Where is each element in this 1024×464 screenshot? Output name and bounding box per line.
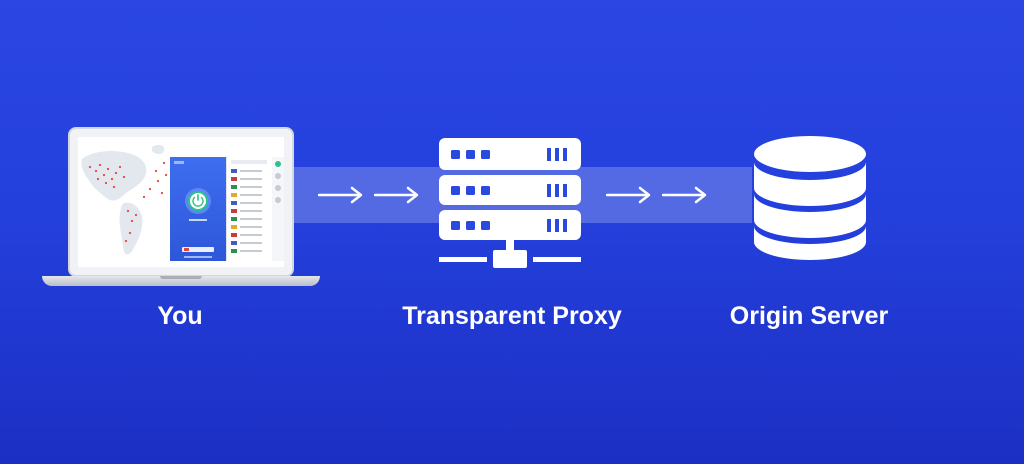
arrow-right-icon bbox=[606, 186, 651, 204]
database-icon bbox=[754, 136, 866, 260]
origin-server-label: Origin Server bbox=[729, 302, 889, 330]
laptop-screen bbox=[68, 127, 294, 277]
transparent-proxy-label: Transparent Proxy bbox=[402, 302, 622, 330]
laptop-notch bbox=[160, 276, 202, 279]
connect-button-icon bbox=[174, 161, 214, 258]
vpn-app-screenshot bbox=[78, 137, 284, 267]
app-sidebar bbox=[272, 157, 284, 261]
arrow-right-icon bbox=[662, 186, 707, 204]
arrow-right-icon bbox=[318, 186, 363, 204]
arrow-right-icon bbox=[374, 186, 419, 204]
laptop-icon bbox=[42, 127, 320, 287]
you-label: You bbox=[157, 302, 203, 330]
laptop-base bbox=[42, 276, 320, 286]
vpn-connect-panel bbox=[170, 157, 226, 261]
world-map bbox=[81, 144, 168, 255]
server-rack-icon bbox=[439, 138, 581, 268]
server-location-list bbox=[226, 157, 273, 261]
